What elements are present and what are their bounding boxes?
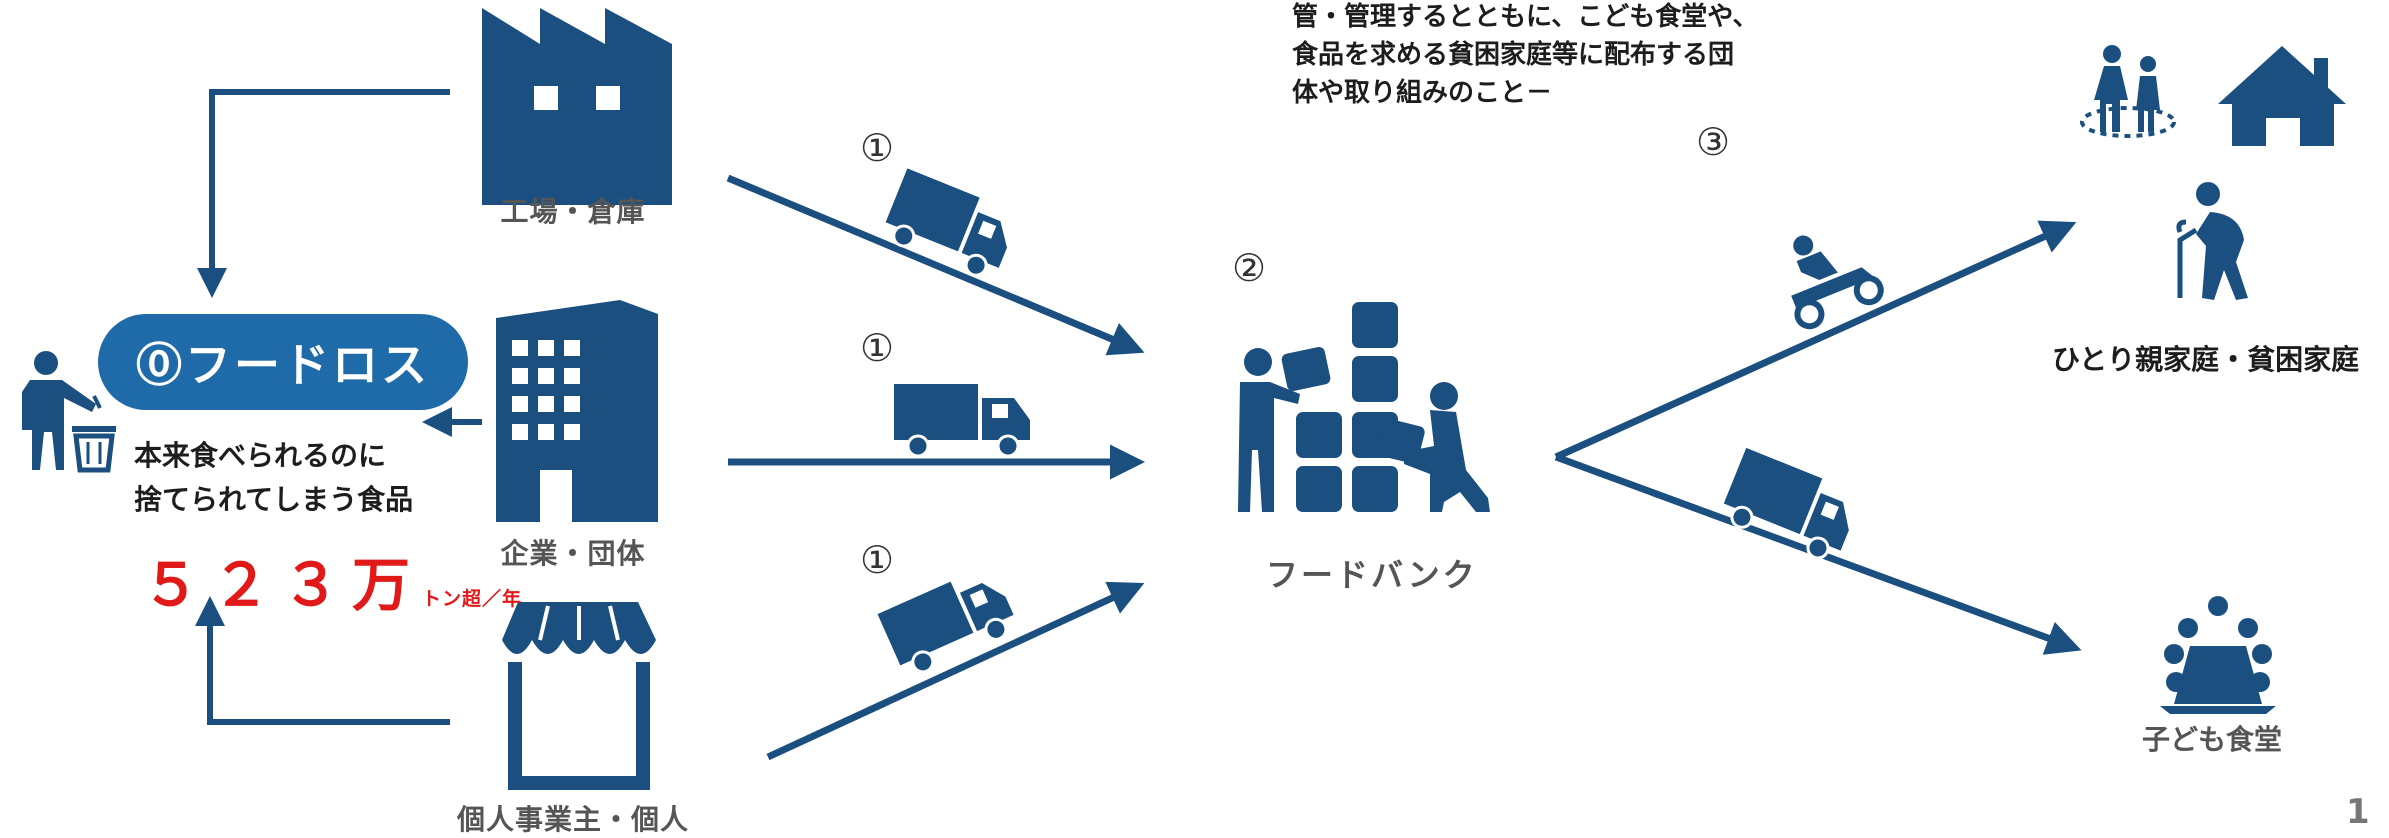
intro-note-line-2: 食品を求める貧困家庭等に配布する団 [1292, 40, 1735, 70]
step-1-middle: ① [860, 326, 895, 370]
house-icon [2218, 46, 2346, 146]
step-1-top: ① [860, 126, 895, 170]
truck-icon-bottom [877, 581, 1014, 674]
step-2: ② [1232, 246, 1267, 290]
food-bank-icon [1238, 302, 1490, 512]
intro-note-line-3: 体や取り組みのこと－ [1292, 78, 1553, 108]
page-number: 1 [2346, 792, 2370, 832]
food-loss-title: ⓪フードロス [136, 338, 430, 392]
supply-arrow-top [726, 174, 1145, 356]
shop-icon [502, 602, 656, 790]
food-loss-badge: ⓪フードロス [98, 314, 468, 410]
food-loss-amount-row: ５２３万トン超／年 [142, 538, 522, 622]
person-trash-icon [22, 351, 116, 473]
truck-icon-top [885, 168, 1007, 277]
truck-icon-distribution [1723, 447, 1849, 560]
food-loss-amount: ５２３万 [142, 551, 423, 619]
food-loss-desc-line-2: 捨てられてしまう食品 [134, 483, 414, 516]
factory-icon [482, 8, 672, 205]
truck-icon-middle [894, 384, 1030, 458]
kids-cafeteria-icon [2160, 596, 2276, 714]
elderly-person-icon [2176, 182, 2248, 300]
intro-note: 管・管理するとともに、こども食堂や、 食品を求める貧困家庭等に配布する団 体や取… [1292, 0, 1812, 112]
food-loss-desc-line-1: 本来食べられるのに [134, 439, 387, 472]
kids-cafeteria-label: 子ども食堂 [2142, 723, 2283, 756]
step-1-bottom: ① [860, 538, 895, 582]
individual-label: 個人事業主・個人 [456, 803, 689, 836]
food-loss-description: 本来食べられるのに 捨てられてしまう食品 [134, 434, 454, 522]
factory-label: 工場・倉庫 [500, 195, 646, 228]
scooter-icon [1791, 235, 1884, 330]
step-3: ③ [1696, 120, 1731, 164]
distribution-arrow-up [1554, 220, 2077, 461]
food-bank-label: フードバンク [1266, 556, 1478, 594]
building-icon [496, 300, 658, 522]
factory-to-foodloss-arrow [197, 89, 450, 298]
company-label: 企業・団体 [500, 537, 646, 570]
supply-arrow-bottom [766, 581, 1145, 761]
intro-note-line-1: 管・管理するとともに、こども食堂や、 [1292, 2, 1759, 32]
household-label: ひとり親家庭・貧困家庭 [2052, 343, 2360, 376]
food-loss-unit: トン超／年 [422, 588, 523, 610]
family-icon [2080, 45, 2176, 138]
individual-to-foodloss-arrow [195, 596, 450, 725]
